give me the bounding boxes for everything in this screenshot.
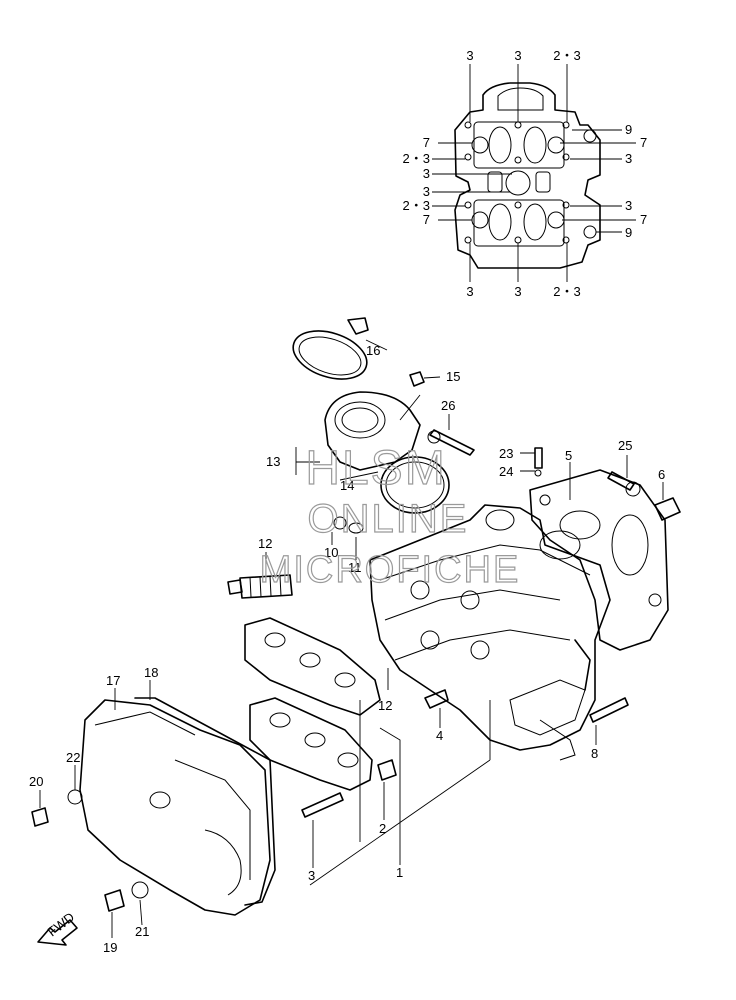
label-3-left-center-b: 3 [423,184,430,199]
clamp-screw-icon [347,317,369,335]
washer-11-icon [348,522,364,534]
forward-arrow-icon: FWD [37,909,78,946]
callout-19: 19 [103,940,117,955]
clamp-ring [292,330,368,380]
spark-plug [227,574,293,599]
callout-21: 21 [135,924,149,939]
callout-26: 26 [441,398,455,413]
callout-1: 1 [396,865,403,880]
label-7-left-lower: 7 [423,212,430,227]
callout-2: 2 [379,821,386,836]
bolt-19-icon [104,889,125,912]
cylinder-head-top-view: 3 3 2・3 7 9 7 2・3 3 3 3 2・3 3 7 7 9 3 3 … [403,48,648,299]
fwd-label: FWD [45,909,78,939]
watermark-line-3: MICROFICHE [260,549,521,591]
dowel-6-icon [654,497,681,521]
callout-10: 10 [324,545,338,560]
callout-24: 24 [499,464,513,479]
callout-22: 22 [66,750,80,765]
label-3-bottom-left: 3 [466,284,473,299]
grommet-22-icon [67,789,83,805]
label-3-right-upper: 3 [625,151,632,166]
cover-gasket [134,697,276,906]
label-2-3-left-upper: 2・3 [403,151,430,166]
plug-10-icon [333,516,347,530]
cylinder-head-cover [79,699,271,916]
callout-14: 14 [340,478,354,493]
label-7-right-upper: 7 [640,135,647,150]
label-2-3-left-lower: 2・3 [403,198,430,213]
callout-5: 5 [565,448,572,463]
callout-11: 11 [348,560,362,575]
screw-15-icon [409,371,425,387]
label-2-3-bottom-right: 2・3 [553,284,580,299]
grommet-21-icon [131,881,149,899]
label-3-bottom-mid: 3 [514,284,521,299]
o-ring-14 [380,456,450,514]
callout-25: 25 [618,438,632,453]
cylinder-head [369,504,611,761]
bolt-26-icon [429,429,475,456]
stud-4-icon [424,689,449,709]
camshaft-holder-upper [244,617,381,716]
label-3-top-left: 3 [466,48,473,63]
label-9-right-upper: 9 [625,122,632,137]
callout-23: 23 [499,446,513,461]
leader-lines [39,339,664,938]
callout-6: 6 [658,467,665,482]
callout-3: 3 [308,868,315,883]
callout-18: 18 [144,665,158,680]
head-gasket [529,469,669,651]
bolt-8-icon [589,697,629,723]
callout-20: 20 [29,774,43,789]
label-2-3-top-right: 2・3 [553,48,580,63]
stud-23-icon [534,447,543,469]
intake-pipe-assembly [292,317,475,514]
label-3-top-mid: 3 [514,48,521,63]
bolt-20-icon [31,807,49,827]
callout-17: 17 [106,673,120,688]
callout-13: 13 [266,454,280,469]
dowel-2-icon [377,759,397,781]
label-3-left-center-a: 3 [423,166,430,181]
callout-4: 4 [436,728,443,743]
bolt-25-icon [607,471,635,491]
watermark-line-1: HLSM [305,442,446,495]
label-9-right-lower: 9 [625,225,632,240]
callout-15: 15 [446,369,460,384]
bolt-3-icon [301,792,344,818]
callout-8: 8 [591,746,598,761]
watermark-line-2: ONLINE [308,497,469,541]
intake-pipe [324,391,421,471]
callout-12-lower: 12 [378,698,392,713]
label-3-right-lower: 3 [625,198,632,213]
label-7-left-upper: 7 [423,135,430,150]
callout-16: 16 [366,343,380,358]
watermark: HLSM ONLINE MICROFICHE [259,441,521,591]
callout-labels: 16 15 26 13 14 23 24 5 25 6 12 10 11 12 … [29,343,665,955]
camshaft-holder-lower [249,697,373,791]
label-7-right-lower: 7 [640,212,647,227]
callout-12-upper: 12 [258,536,272,551]
